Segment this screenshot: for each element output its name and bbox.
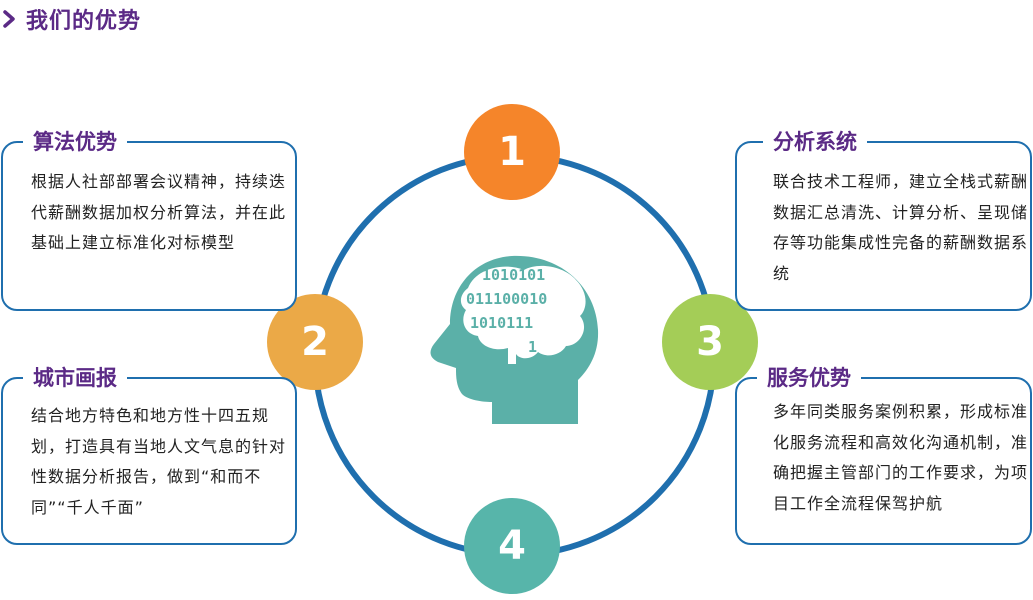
service-advantage-box: 服务优势 多年同类服务案例积累，形成标准化服务流程和高效化沟通机制，准确把握主管… (735, 363, 1032, 545)
box-text: 根据人社部部署会议精神，持续迭代薪酬数据加权分析算法，并在此基础上建立标准化对标… (31, 172, 287, 252)
step-1-circle: 1 (464, 104, 560, 200)
binary-line-3: 1010111 (470, 314, 533, 332)
binary-line-4: 1 (528, 338, 537, 356)
box-text: 多年同类服务案例积累，形成标准化服务流程和高效化沟通机制，准确把握主管部门的工作… (773, 402, 1029, 513)
algorithm-advantage-box: 算法优势 根据人社部部署会议精神，持续迭代薪酬数据加权分析算法，并在此基础上建立… (1, 127, 297, 311)
section-header: 我们的优势 (2, 4, 141, 34)
brain-head-icon: 1010101 011100010 1010111 1 (430, 255, 599, 424)
step-2-circle: 2 (267, 294, 363, 390)
box-text: 结合地方特色和地方性十四五规划，打造具有当地人文气息的针对性数据分析报告，做到“… (31, 406, 287, 517)
analysis-system-box: 分析系统 联合技术工程师，建立全栈式薪酬数据汇总清洗、计算分析、呈现储存等功能集… (735, 127, 1032, 311)
box-title: 算法优势 (23, 127, 127, 157)
city-report-box: 城市画报 结合地方特色和地方性十四五规划，打造具有当地人文气息的针对性数据分析报… (1, 363, 297, 545)
box-title: 服务优势 (757, 363, 861, 393)
chevron-right-icon (3, 10, 15, 28)
box-text: 联合技术工程师，建立全栈式薪酬数据汇总清洗、计算分析、呈现储存等功能集成性完备的… (773, 172, 1029, 283)
box-title: 分析系统 (763, 127, 867, 157)
step-3-circle: 3 (662, 294, 758, 390)
binary-line-2: 011100010 (466, 290, 547, 308)
box-title: 城市画报 (23, 363, 127, 393)
binary-line-1: 1010101 (482, 266, 545, 284)
section-title: 我们的优势 (26, 9, 142, 34)
step-4-circle: 4 (464, 498, 560, 594)
